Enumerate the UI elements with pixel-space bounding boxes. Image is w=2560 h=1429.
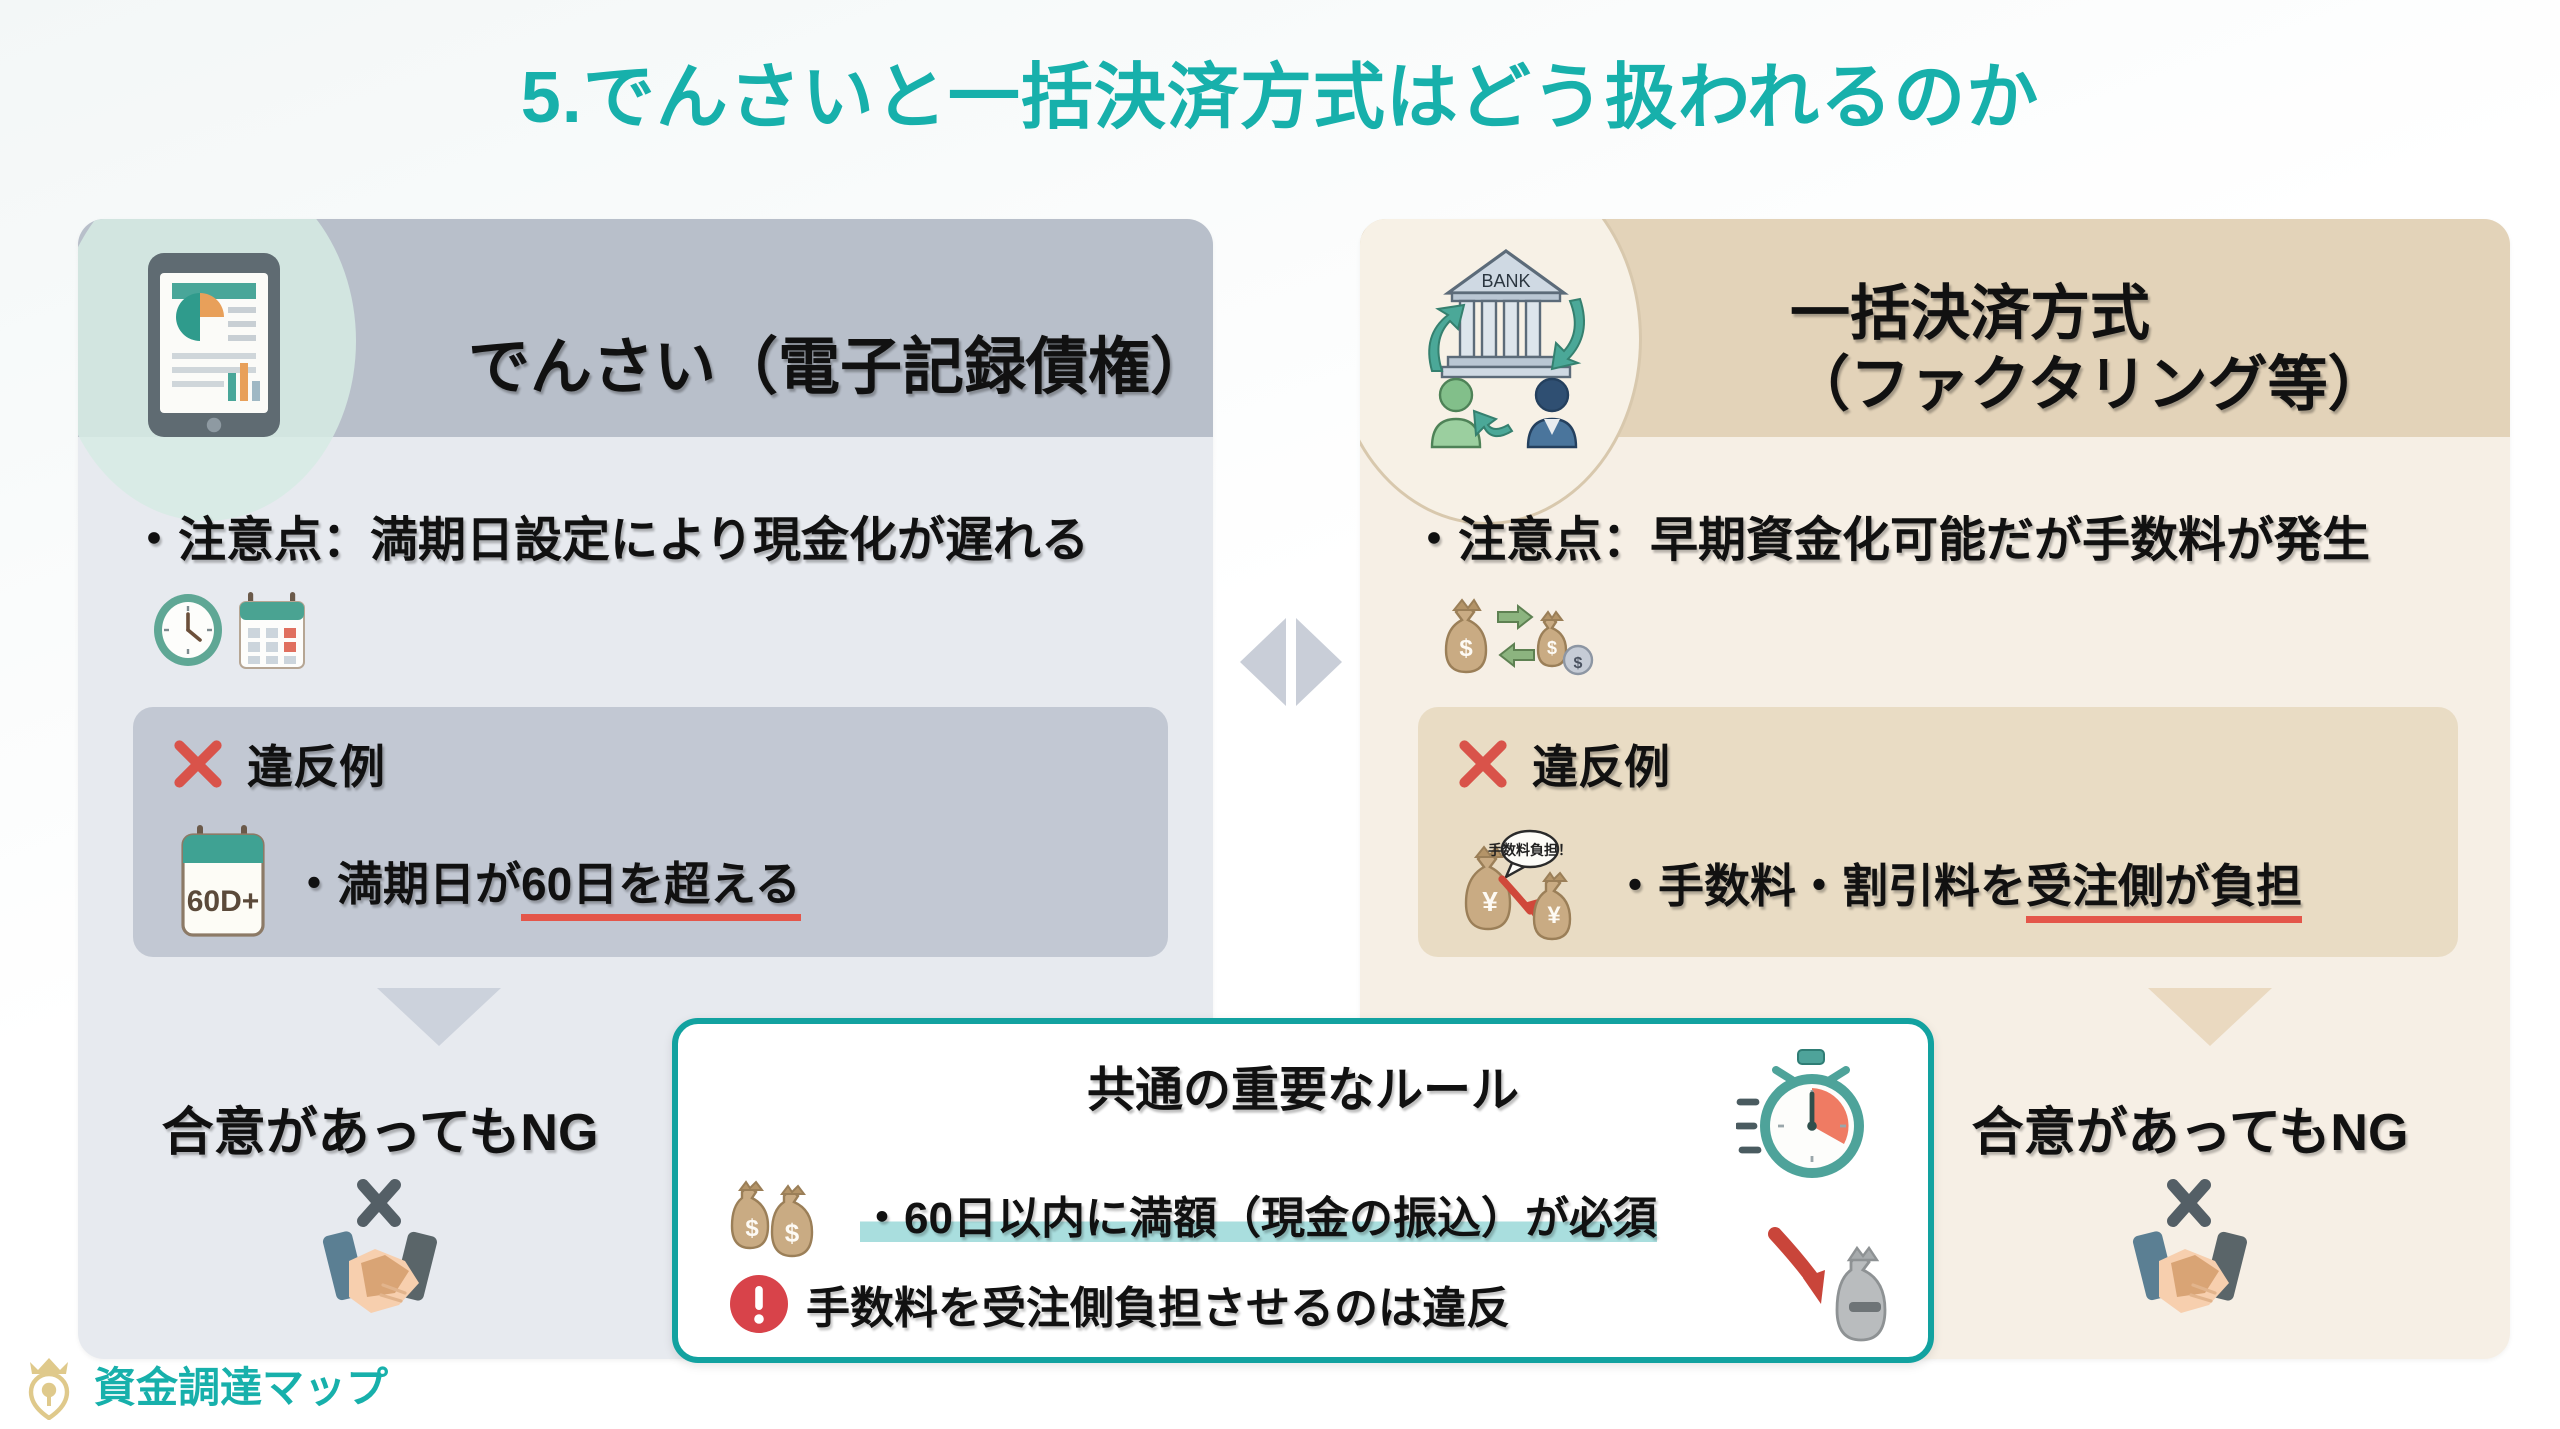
tablet-report-icon bbox=[148, 253, 280, 437]
red-x-icon bbox=[174, 740, 222, 788]
left-violation-text-underlined: 60日を超える bbox=[521, 858, 801, 921]
left-ng-block: 合意があってもNG bbox=[120, 1090, 640, 1323]
right-ng-block: 合意があってもNG bbox=[1930, 1090, 2450, 1323]
money-bag-fee-transfer-icon: ¥ 手数料負担！ ¥ bbox=[1464, 829, 1572, 941]
svg-text:$: $ bbox=[1459, 635, 1473, 662]
svg-text:$: $ bbox=[745, 1215, 759, 1242]
callout-title: 共通の重要なルール bbox=[1086, 1064, 1519, 1117]
right-violation-box: 違反例 ¥ 手数料負担！ ¥ ・手数料・割引料を受注側が負担 bbox=[1418, 707, 2458, 957]
brand-logo[interactable]: 資金調達マップ bbox=[18, 1348, 388, 1420]
right-note-text: ・注意点：早期資金化可能だが手数料が発生 bbox=[1410, 514, 2371, 567]
right-panel-title-line2: （ファクタリング等） bbox=[1790, 350, 2388, 418]
svg-text:¥: ¥ bbox=[1547, 902, 1561, 929]
svg-text:$: $ bbox=[1574, 655, 1583, 672]
right-ng-label: 合意があってもNG bbox=[1971, 1104, 2409, 1162]
brand-logo-text: 資金調達マップ bbox=[94, 1363, 389, 1411]
right-panel-title-line1: 一括決済方式 bbox=[1790, 280, 2150, 347]
calendar-icon bbox=[239, 592, 305, 669]
left-ng-label: 合意があってもNG bbox=[161, 1104, 599, 1162]
calendar-60d-icon: 60D+ bbox=[181, 825, 265, 937]
left-violation-box: 違反例 60D+ ・満期日が60日を超える bbox=[133, 707, 1168, 957]
right-violation-text-prefix: ・手数料・割引料を bbox=[1612, 860, 2026, 912]
bank-label: BANK bbox=[1481, 271, 1530, 291]
callout-row-2-text: 手数料を受注側負担させるのは違反 bbox=[806, 1284, 1510, 1333]
money-bag-exchange-icon: $ $ $ bbox=[1444, 598, 1594, 676]
right-violation-label: 違反例 bbox=[1532, 741, 1670, 793]
right-violation-row: ¥ 手数料負担！ ¥ ・手数料・割引料を受注側が負担 bbox=[1458, 823, 2302, 943]
left-violation-header: 違反例 bbox=[171, 731, 385, 797]
left-panel-header: でんさい（電子記録債権） bbox=[78, 219, 1213, 521]
left-violation-text: ・満期日が60日を超える bbox=[291, 848, 801, 921]
callout-row-1-text: ・60日以内に満額（現金の振込）が必須 bbox=[860, 1182, 1657, 1246]
red-arrow-money-bag-icon bbox=[1768, 1227, 1887, 1342]
handshake-x-icon bbox=[322, 1179, 437, 1313]
right-note-icons: $ $ $ bbox=[1430, 588, 1600, 678]
bank-exchange-icon: BANK bbox=[1428, 249, 1585, 449]
fee-burden-label: 手数料負担！ bbox=[1488, 842, 1572, 858]
red-x-icon bbox=[1459, 740, 1507, 788]
svg-text:$: $ bbox=[785, 1218, 800, 1248]
callout-row-2: 手数料を受注側負担させるのは違反 bbox=[728, 1272, 1510, 1336]
crown-pin-icon bbox=[28, 1358, 70, 1420]
left-note-text: ・注意点：満期日設定により現金化が遅れる bbox=[130, 514, 1090, 567]
left-right-triangles-icon bbox=[1240, 618, 1342, 706]
callout-row-1: $ $ ・60日以内に満額（現金の振込）が必須 bbox=[724, 1164, 1657, 1264]
handshake-x-icon bbox=[2132, 1179, 2247, 1313]
page-title: 5.でんさいと一括決済方式はどう扱われるのか bbox=[520, 58, 2040, 138]
left-violation-row: 60D+ ・満期日が60日を超える bbox=[173, 823, 801, 939]
left-violation-text-prefix: ・満期日が bbox=[291, 858, 521, 910]
exclamation-circle-icon bbox=[730, 1275, 788, 1333]
left-triangle-down-icon bbox=[377, 988, 501, 1046]
clock-icon bbox=[154, 594, 222, 666]
left-violation-label: 違反例 bbox=[247, 741, 385, 793]
arrow-right-triangle bbox=[1296, 618, 1342, 706]
svg-text:$: $ bbox=[1547, 638, 1557, 658]
svg-text:¥: ¥ bbox=[1482, 886, 1498, 917]
right-violation-text-underlined: 受注側が負担 bbox=[2026, 860, 2302, 923]
stopwatch-icon bbox=[1736, 1049, 1864, 1178]
right-violation-header: 違反例 bbox=[1456, 731, 1670, 797]
left-panel-title: でんさい（電子記録債権） bbox=[468, 333, 1213, 402]
common-rule-callout: 共通の重要なルール $ $ ・60日以内に満額（現金の振込）が必須 bbox=[672, 1018, 1934, 1363]
arrow-left-triangle bbox=[1240, 618, 1286, 706]
right-triangle-down-icon bbox=[2148, 988, 2272, 1046]
left-note-icons bbox=[150, 588, 308, 672]
svg-text:60D+: 60D+ bbox=[187, 885, 260, 918]
right-violation-text: ・手数料・割引料を受注側が負担 bbox=[1612, 850, 2302, 923]
right-panel-header: BANK 一括決済方式 （ファクタリング等） bbox=[1360, 219, 2510, 525]
right-panel-title: 一括決済方式 （ファクタリング等） bbox=[1790, 279, 2388, 421]
two-money-bags-icon: $ $ bbox=[730, 1180, 814, 1258]
